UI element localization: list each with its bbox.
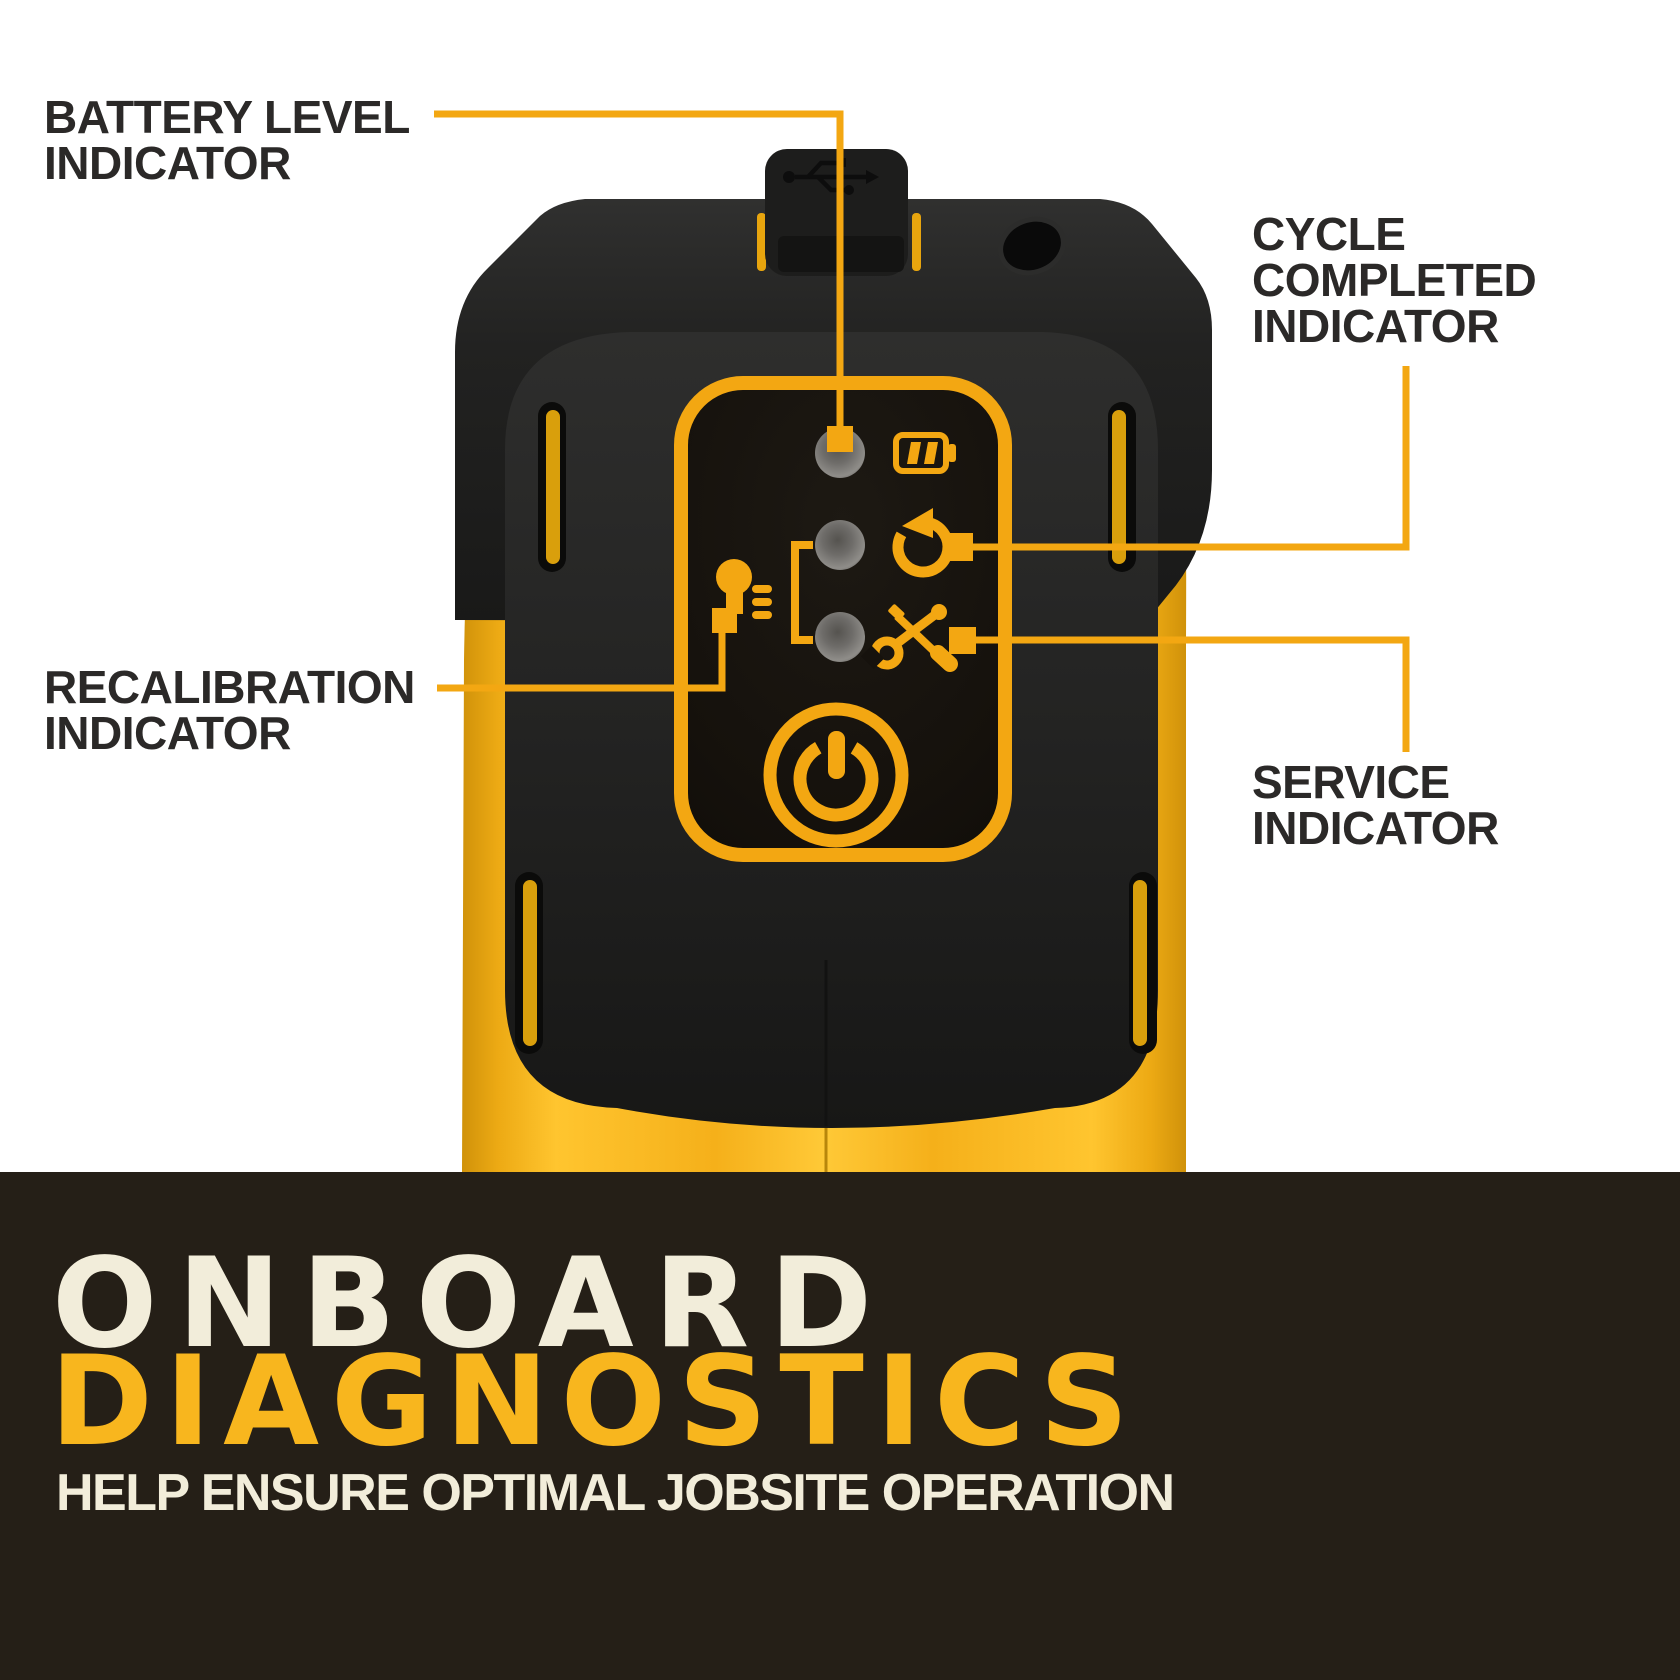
footer-headline-diagnostics: DIAGNOSTICS — [50, 1330, 1141, 1474]
usb-icon — [783, 158, 879, 195]
battery-level-icon — [893, 432, 956, 474]
service-callout-line — [976, 636, 1410, 752]
callout-lines — [434, 110, 1410, 752]
led-bracket — [791, 541, 813, 644]
label-line: INDICATOR — [1252, 300, 1499, 352]
label-line: BATTERY LEVEL — [44, 91, 410, 143]
service-led — [815, 612, 865, 662]
cycle-completed-callout-label: CYCLE COMPLETED INDICATOR — [1252, 208, 1537, 352]
power-button — [763, 702, 909, 848]
label-line: CYCLE — [1252, 208, 1406, 260]
recalibration-callout-label: RECALIBRATION INDICATOR — [44, 664, 415, 756]
label-line: INDICATOR — [44, 137, 291, 189]
cycle-led — [815, 520, 865, 570]
label-line: COMPLETED — [1252, 254, 1537, 306]
recalibration-icon — [712, 559, 772, 633]
footer-headline-onboard: ONBOARD — [52, 1232, 893, 1376]
recalibration-callout-line — [437, 632, 726, 692]
power-icon — [793, 736, 879, 822]
cycle-callout-line — [973, 366, 1410, 551]
label-line: SERVICE — [1252, 756, 1450, 808]
side-slots — [515, 402, 1157, 1054]
battery-callout-node — [827, 426, 853, 452]
label-line: INDICATOR — [44, 707, 291, 759]
battery-level-callout-label: BATTERY LEVEL INDICATOR — [44, 94, 410, 186]
footer-panel: ONBOARD DIAGNOSTICS HELP ENSURE OPTIMAL … — [0, 1172, 1680, 1680]
battery-callout-line — [434, 110, 844, 430]
cycle-completed-icon — [892, 508, 973, 578]
service-icon — [860, 604, 976, 672]
device — [455, 149, 1212, 1172]
label-line: RECALIBRATION — [44, 661, 415, 713]
lanyard-hole — [998, 216, 1066, 276]
footer-subheadline: HELP ENSURE OPTIMAL JOBSITE OPERATION — [56, 1464, 1175, 1522]
label-line: INDICATOR — [1252, 802, 1499, 854]
service-callout-label: SERVICE INDICATOR — [1252, 759, 1499, 851]
